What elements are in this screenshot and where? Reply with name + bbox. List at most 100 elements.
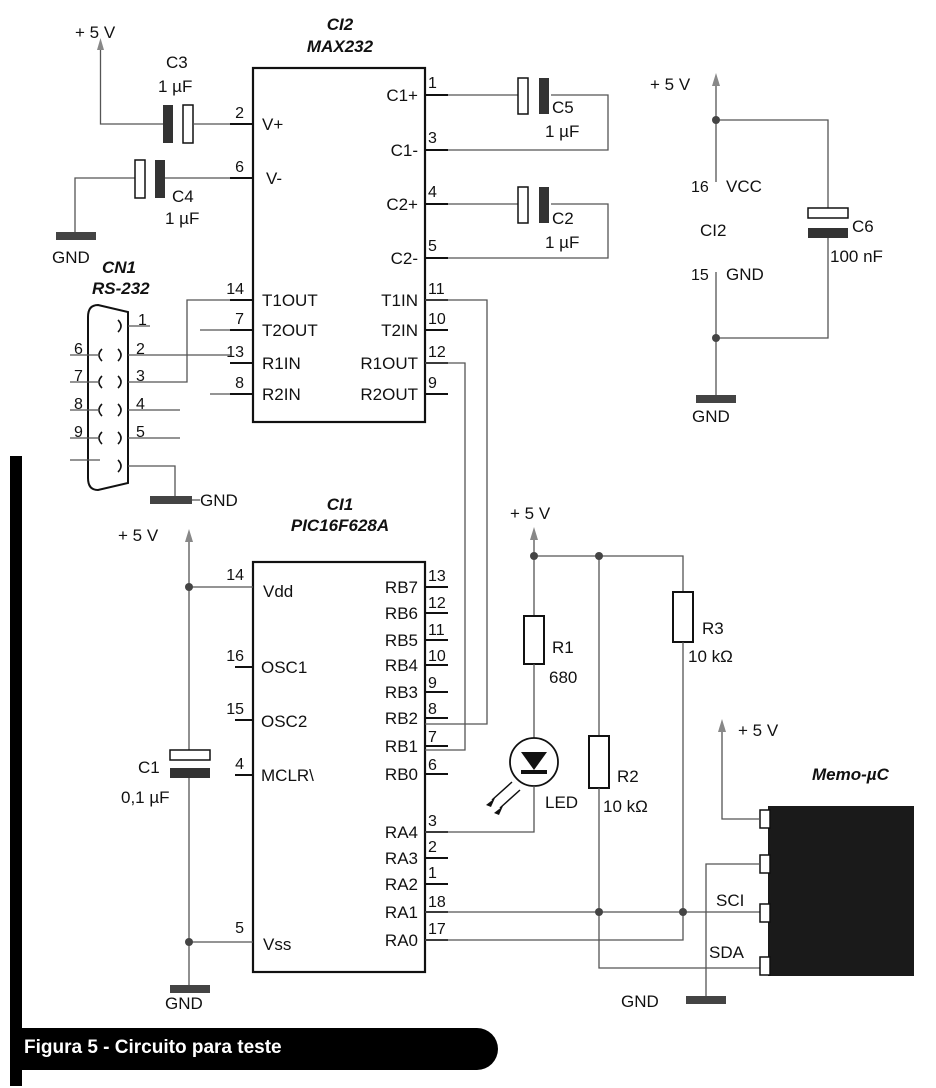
gnd-label: GND (621, 992, 659, 1011)
pin-name: T1OUT (262, 291, 318, 310)
pin-name: RB1 (385, 737, 418, 756)
pin-name: RB3 (385, 683, 418, 702)
pin-name: RA1 (385, 903, 418, 922)
pin-name: R1OUT (360, 354, 418, 373)
r3-value: 10 kΩ (688, 647, 733, 666)
pin-name: Vdd (263, 582, 293, 601)
pin-name: R1IN (262, 354, 301, 373)
pin-name: MCLR\ (261, 766, 314, 785)
cn1-pin: 5 (136, 424, 145, 441)
ci2-supply-ref: CI2 (700, 221, 726, 240)
r3-resistor (672, 591, 694, 643)
pin-number: 11 (428, 622, 445, 639)
pin-name: R2IN (262, 385, 301, 404)
ci2-gnd-pin: 15 (691, 267, 709, 284)
pin-number: 13 (428, 568, 446, 585)
vcc-label: + 5 V (118, 526, 159, 545)
pin-name: V+ (262, 115, 283, 134)
pin-name: RB7 (385, 578, 418, 597)
r2-resistor (588, 735, 610, 789)
pin-number: 12 (428, 344, 446, 361)
c2-value: 1 µF (545, 233, 579, 252)
figure-caption: Figura 5 - Circuito para teste (24, 1037, 282, 1058)
ci2-vcc-name: VCC (726, 177, 762, 196)
pin-number: 14 (226, 281, 244, 298)
c4-value: 1 µF (165, 209, 199, 228)
pin-number: 3 (428, 130, 437, 147)
pin-number: 2 (235, 105, 244, 122)
cn1-pin: 7 (74, 368, 83, 385)
vcc-label: + 5 V (75, 23, 116, 42)
ci1-part: PIC16F628A (291, 516, 389, 535)
gnd-label: GND (692, 407, 730, 426)
c1-ref: C1 (138, 758, 160, 777)
pin-name: V- (266, 169, 282, 188)
c5-value: 1 µF (545, 122, 579, 141)
vcc-label: + 5 V (738, 721, 779, 740)
led-label: LED (545, 793, 578, 812)
pin-number: 3 (428, 813, 437, 830)
ci1-ref: CI1 (327, 495, 353, 514)
figure-caption-bar: Figura 5 - Circuito para teste (10, 1028, 498, 1070)
r1-value: 680 (549, 668, 577, 687)
db9-connector (87, 303, 129, 492)
c1-plate (170, 768, 210, 778)
c5-ref: C5 (552, 98, 574, 117)
pin-name: T1IN (381, 291, 418, 310)
vcc-label: + 5 V (650, 75, 691, 94)
pin-number: 9 (428, 375, 437, 392)
pin-number: 5 (235, 920, 244, 937)
pin-number: 9 (428, 675, 437, 692)
c6-plate (808, 228, 848, 238)
gnd-symbol (686, 996, 726, 1004)
gnd-label: GND (52, 248, 90, 267)
pin-number: 14 (226, 567, 244, 584)
c4-ref: C4 (172, 187, 194, 206)
pin-name: OSC1 (261, 658, 307, 677)
pin-number: 4 (235, 756, 244, 773)
pin-number: 12 (428, 595, 446, 612)
pin-name: R2OUT (360, 385, 418, 404)
ci2-ref: CI2 (327, 15, 354, 34)
c3-ref: C3 (166, 53, 188, 72)
pin-name: T2IN (381, 321, 418, 340)
cn1-type: RS-232 (92, 279, 150, 298)
r1-ref: R1 (552, 638, 574, 657)
cn1-pin: 4 (136, 396, 145, 413)
pin-number: 7 (235, 311, 244, 328)
cn1-pin: 3 (136, 368, 145, 385)
pin-name: C2+ (386, 195, 418, 214)
pin-number: 17 (428, 921, 446, 938)
pin-number: 11 (428, 281, 445, 298)
r2-value: 10 kΩ (603, 797, 648, 816)
pin-number: 6 (235, 159, 244, 176)
pin-number: 1 (428, 865, 437, 882)
ci2-gnd-name: GND (726, 265, 764, 284)
c2-plate (539, 187, 549, 223)
pin-number: 2 (428, 839, 437, 856)
c3-plate (163, 105, 173, 143)
pin-number: 18 (428, 894, 446, 911)
vcc-label: + 5 V (510, 504, 551, 523)
memo-uc-module (768, 806, 914, 976)
gnd-symbol (56, 232, 96, 240)
pin-name: T2OUT (262, 321, 318, 340)
gnd-label: GND (200, 491, 238, 510)
module-name: Memo-µC (812, 765, 890, 784)
pin-name: C1- (391, 141, 418, 160)
vcc-arrow (97, 38, 104, 50)
pin-number: 4 (428, 184, 437, 201)
c6-ref: C6 (852, 217, 874, 236)
pin-name: RB5 (385, 631, 418, 650)
vcc-arrow (712, 73, 720, 86)
pin-name: RB2 (385, 709, 418, 728)
gnd-symbol (696, 395, 736, 403)
sda-label: SDA (709, 943, 745, 962)
vcc-arrow (718, 719, 726, 732)
pin-name: C2- (391, 249, 418, 268)
vcc-arrow (530, 527, 538, 540)
c5-plate (539, 78, 549, 114)
pin-number: 10 (428, 311, 446, 328)
pin-number: 15 (226, 701, 244, 718)
